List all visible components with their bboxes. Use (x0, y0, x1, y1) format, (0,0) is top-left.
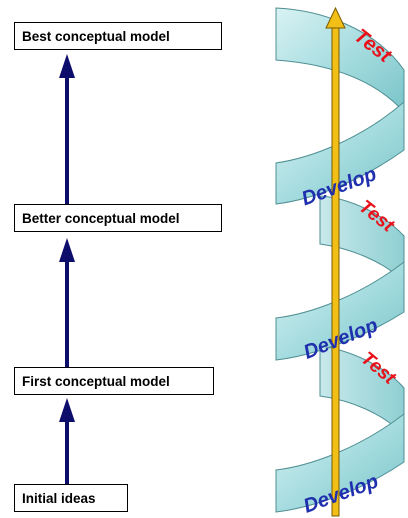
arrow-better-to-best (59, 54, 75, 204)
stage-box-best-conceptual-model: Best conceptual model (14, 22, 222, 50)
stage-label: Initial ideas (22, 490, 96, 506)
spiral-ribbon (275, 7, 405, 513)
spiral-axis-arrow (325, 6, 346, 517)
stage-label: Better conceptual model (22, 210, 180, 226)
stage-label: Best conceptual model (22, 28, 170, 44)
arrow-initial-to-first (59, 398, 75, 484)
stage-box-initial-ideas: Initial ideas (14, 484, 128, 512)
stage-box-better-conceptual-model: Better conceptual model (14, 204, 222, 232)
stage-label: First conceptual model (22, 373, 170, 389)
arrow-first-to-better (59, 238, 75, 367)
stage-box-first-conceptual-model: First conceptual model (14, 367, 214, 395)
